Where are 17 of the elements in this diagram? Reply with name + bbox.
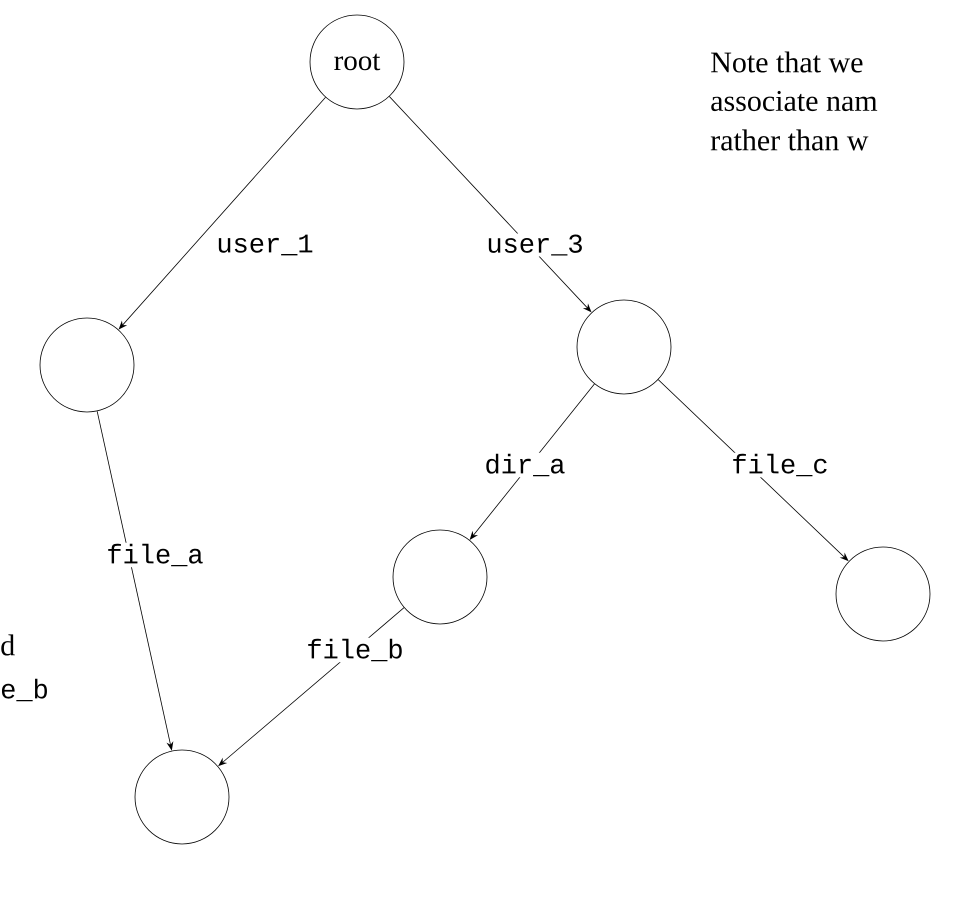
edge-label: user_1	[215, 234, 315, 256]
edge-label: file_b	[305, 638, 405, 662]
edge-label: file_a	[105, 542, 205, 568]
empty-node	[40, 318, 134, 412]
edge-label: user_3	[485, 234, 585, 256]
note-text: Note that we	[711, 51, 862, 73]
note-text: d	[1, 634, 15, 656]
tree-node: root	[310, 14, 404, 110]
note-text: e_b	[2, 678, 47, 702]
empty-node	[576, 300, 672, 394]
note-text: associate nam	[711, 90, 878, 112]
empty-node	[836, 546, 930, 642]
note-text: rather than w	[710, 129, 868, 151]
edge-label: dir_a	[484, 452, 566, 478]
empty-node	[392, 530, 488, 624]
edge-label: file_c	[730, 452, 830, 478]
empty-node	[134, 750, 230, 844]
